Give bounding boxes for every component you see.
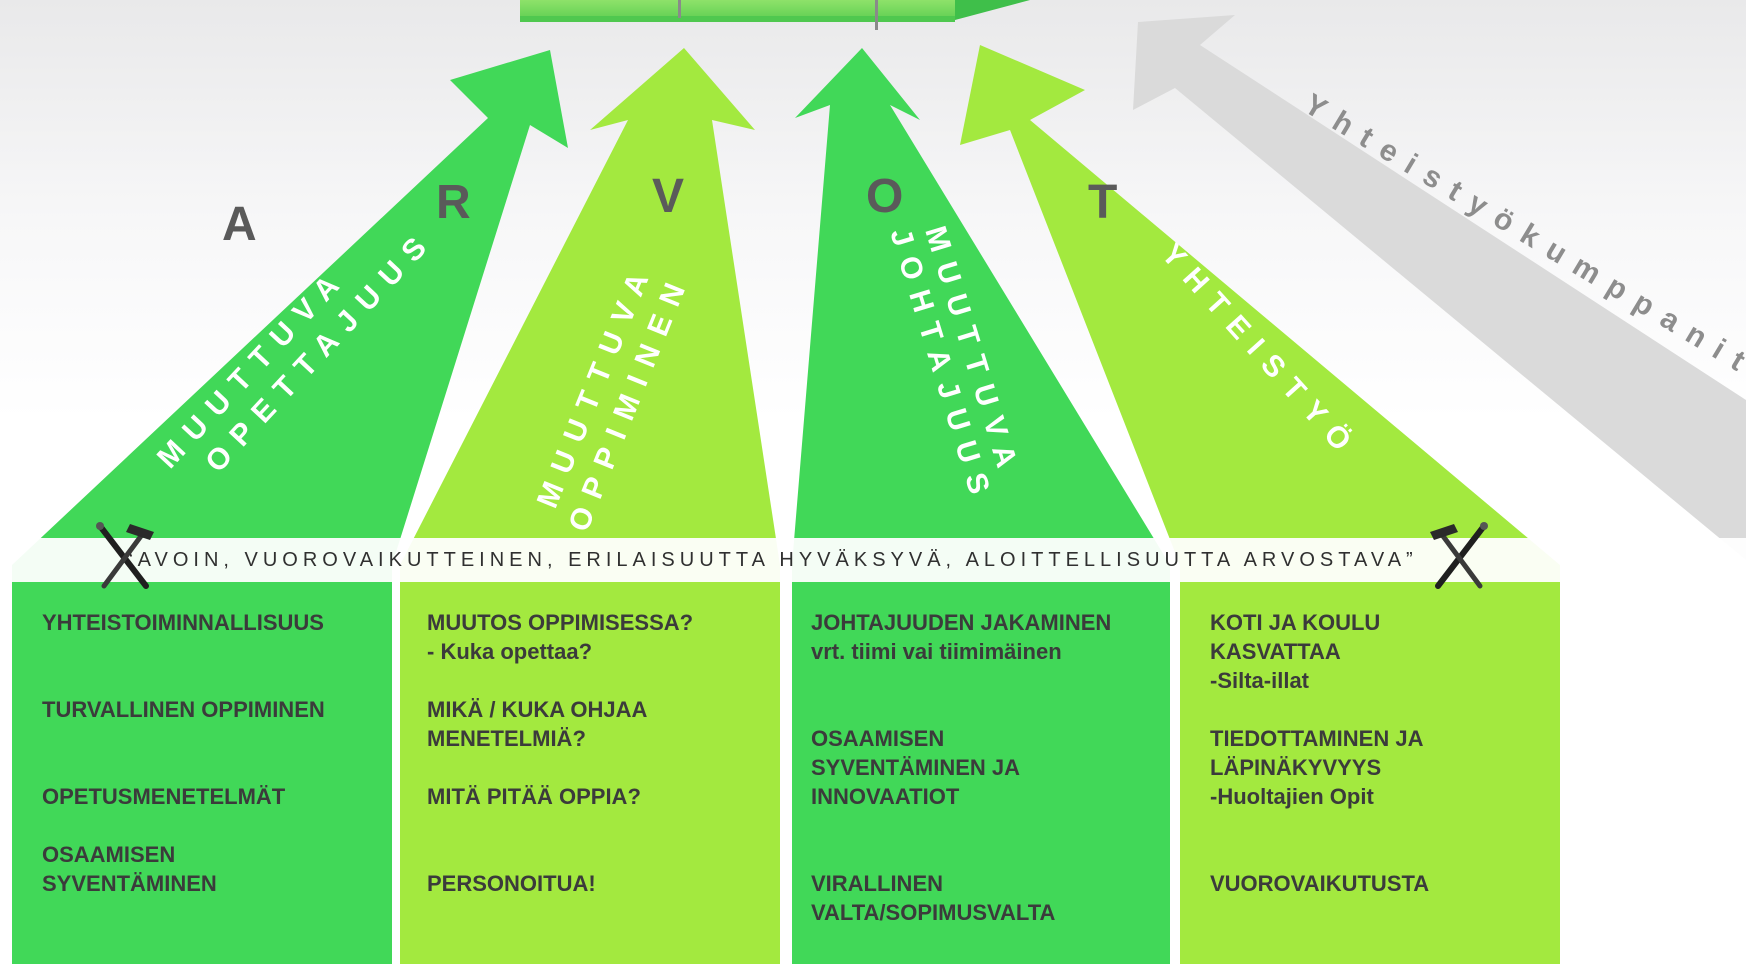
letter-o: O xyxy=(866,170,903,223)
list-item: MITÄ PITÄÄ OPPIA? xyxy=(427,784,641,809)
arrow-opettajuus xyxy=(12,50,568,964)
arrow-johtajuus xyxy=(792,48,1170,964)
list-item: PERSONOITUA! xyxy=(427,871,596,896)
values-band-text: “AVOIN, VUOROVAIKUTTEINEN, ERILAISUUTTA … xyxy=(126,549,1418,571)
list-item: YHTEISTOIMINNALLISUUS xyxy=(42,610,324,635)
letter-r: R xyxy=(436,176,471,229)
tools-icon xyxy=(1430,522,1488,589)
list-item: VUOROVAIKUTUSTA xyxy=(1210,871,1430,896)
arrow-oppiminen xyxy=(400,48,780,964)
arrow-yhteistyo xyxy=(960,45,1560,964)
list-item: OPETUSMENETELMÄT xyxy=(42,784,286,809)
partners-arrow xyxy=(1133,15,1746,560)
tools-icon xyxy=(96,522,154,589)
top-box xyxy=(520,0,1030,30)
list-item: TURVALLINEN OPPIMINEN xyxy=(42,697,325,722)
list-item: MUUTOS OPPIMISESSA?- Kuka opettaa? xyxy=(427,610,694,664)
letter-v: V xyxy=(652,170,684,223)
letter-a: A xyxy=(222,198,257,251)
letter-t: T xyxy=(1088,176,1117,229)
